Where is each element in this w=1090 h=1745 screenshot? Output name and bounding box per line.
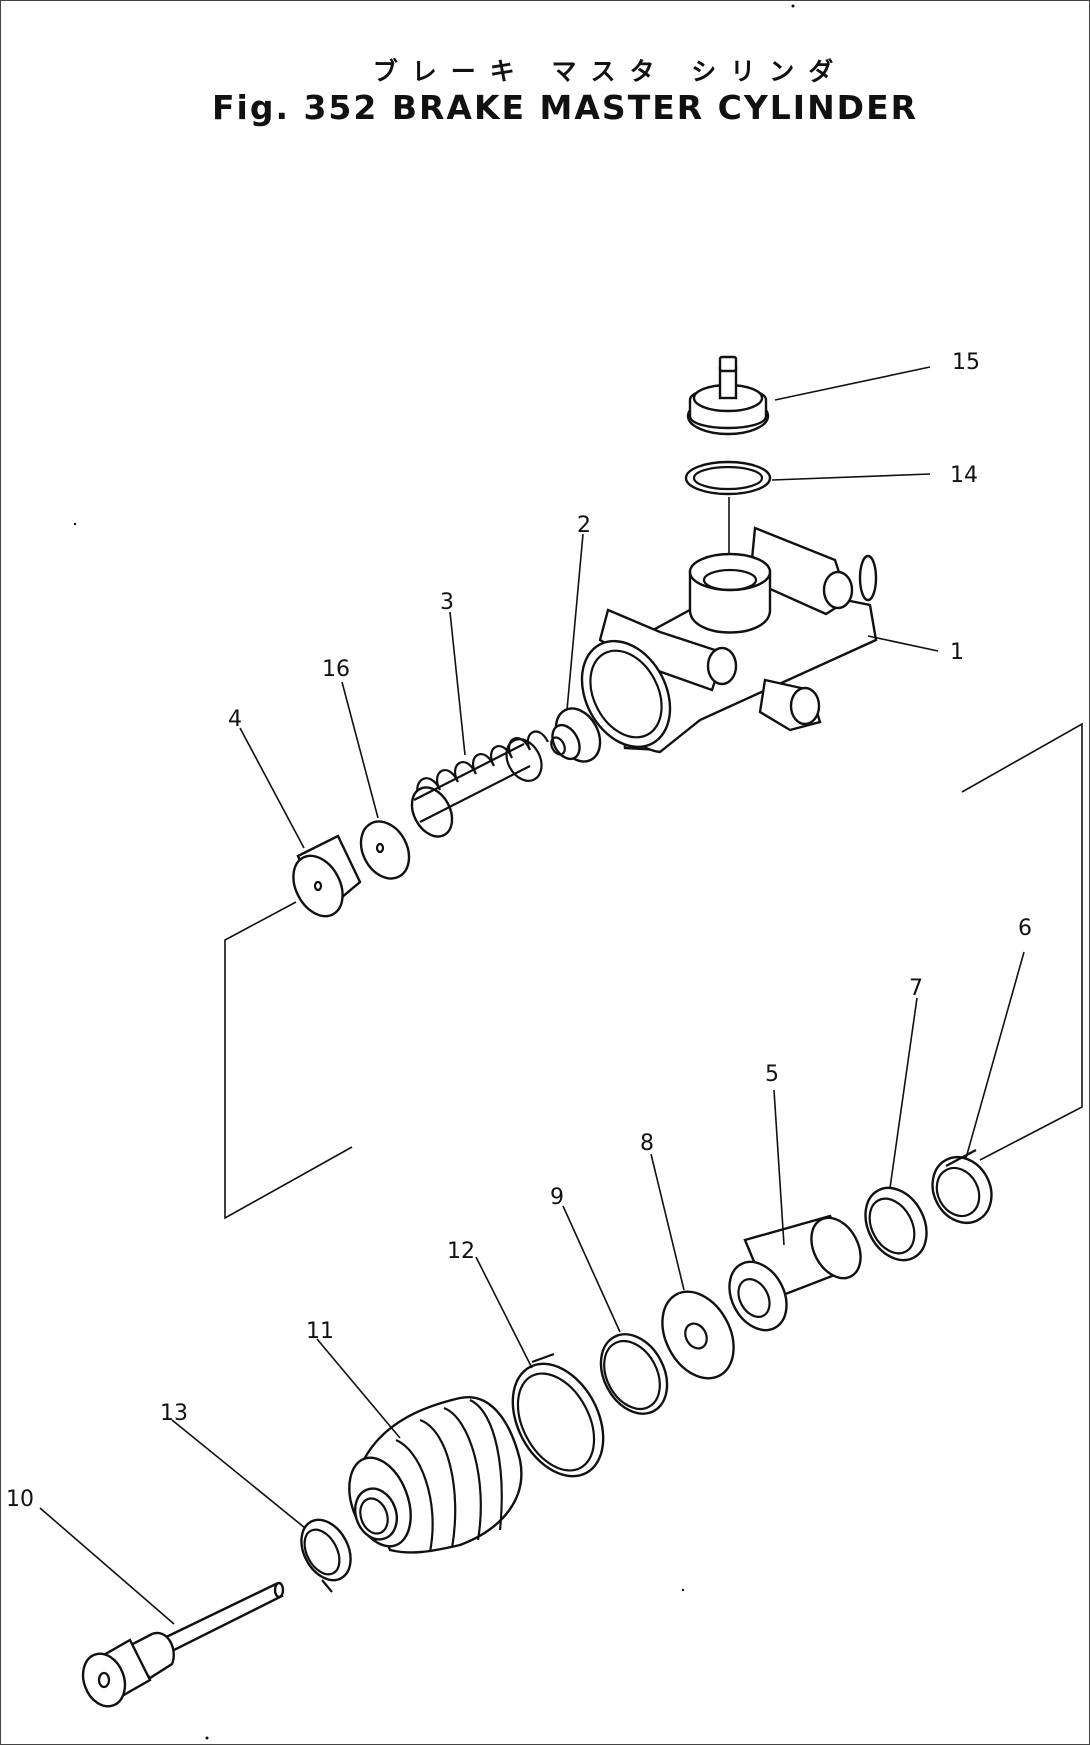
callout-9: 9	[550, 1185, 564, 1210]
part-10-push-rod	[81, 1581, 285, 1708]
part-12-band	[511, 1352, 605, 1478]
title-japanese: ブレーキ マスタ シリンダ	[372, 57, 848, 86]
part-8-washer	[661, 1290, 735, 1380]
part-11-boot	[348, 1395, 523, 1554]
callout-12: 12	[447, 1239, 475, 1264]
speck	[73, 522, 77, 526]
callout-1: 1	[950, 640, 964, 665]
assembly-bracket-left	[224, 901, 353, 1220]
part-16-washer	[359, 820, 411, 880]
figure-title: Fig. 352 BRAKE MASTER CYLINDER	[211, 88, 919, 127]
callout-6: 6	[1018, 916, 1032, 941]
part-2-check-valve	[550, 707, 602, 763]
assembly-bracket-right	[961, 722, 1083, 1161]
part-15-cap	[686, 355, 770, 436]
leader-lines	[39, 366, 1025, 1625]
callout-10: 10	[6, 1487, 34, 1512]
part-9-snap-ring	[599, 1333, 669, 1415]
part-13-clip	[300, 1518, 352, 1593]
part-3-spring	[410, 730, 549, 838]
callout-14: 14	[950, 463, 978, 488]
speck	[681, 1588, 685, 1592]
speck	[791, 4, 795, 8]
part-7-ring	[864, 1186, 928, 1262]
callout-15: 15	[952, 350, 980, 375]
callout-13: 13	[160, 1401, 188, 1426]
callout-2: 2	[577, 513, 591, 538]
callout-3: 3	[440, 590, 454, 615]
part-1-cylinder-body	[580, 526, 878, 754]
callout-11: 11	[306, 1319, 334, 1344]
part-5-piston	[728, 1214, 862, 1332]
part-14-gasket	[684, 460, 772, 496]
part-4-piston-cup	[292, 834, 362, 918]
part-6-seal	[931, 1149, 993, 1224]
callout-7: 7	[909, 976, 923, 1001]
callout-5: 5	[765, 1062, 779, 1087]
speck	[205, 1736, 209, 1740]
callout-8: 8	[640, 1131, 654, 1156]
callout-16: 16	[322, 657, 350, 682]
callout-4: 4	[228, 707, 242, 732]
